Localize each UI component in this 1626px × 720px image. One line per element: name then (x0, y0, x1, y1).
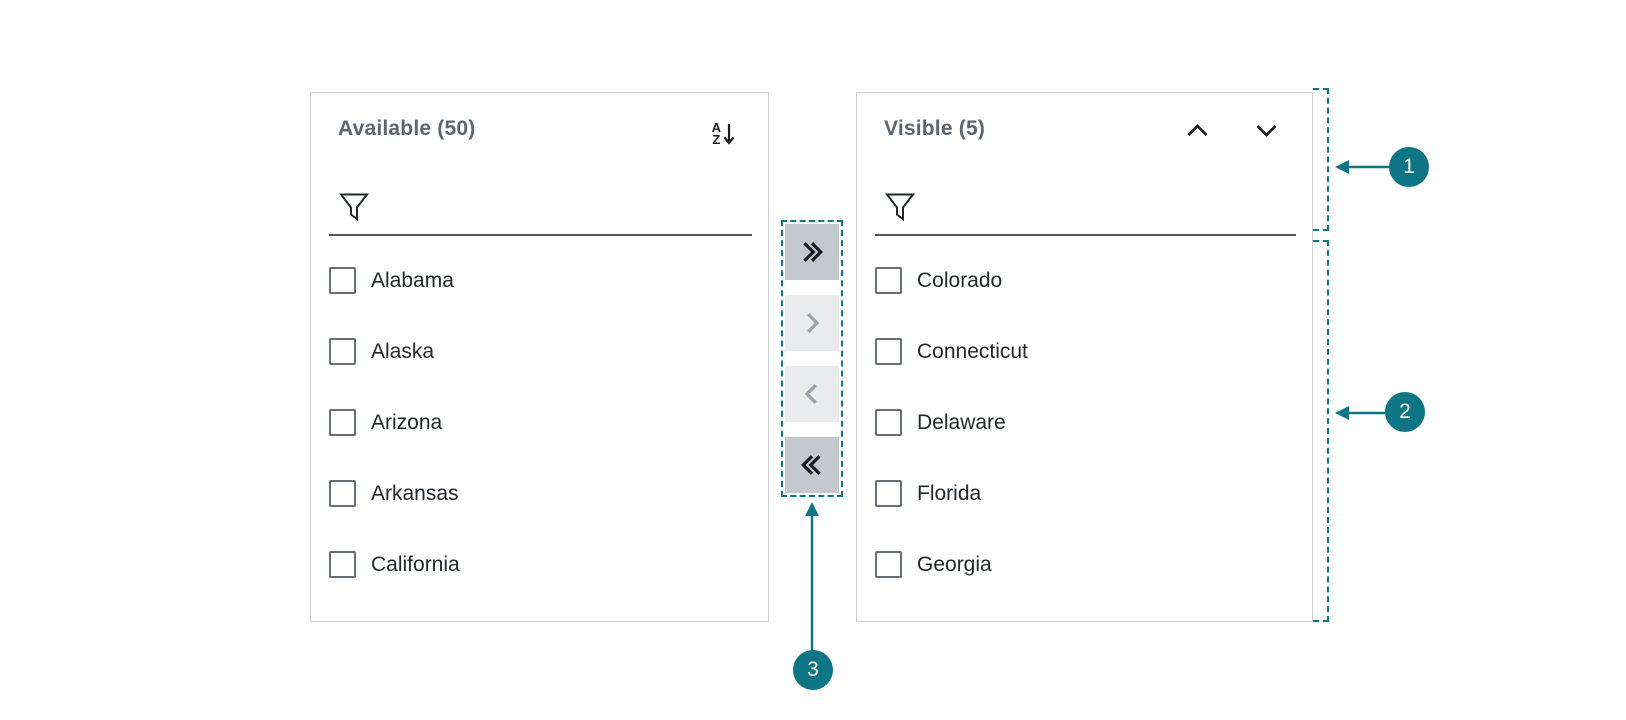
list-item[interactable]: Connecticut (875, 316, 1294, 387)
available-filter-field (329, 185, 752, 236)
checkbox[interactable] (329, 267, 356, 294)
move-down-icon (1256, 125, 1277, 137)
visible-panel-title: Visible (5) (884, 117, 986, 140)
list-item[interactable]: Delaware (875, 387, 1294, 458)
list-item-label: Arkansas (371, 481, 459, 505)
list-item[interactable]: Colorado (875, 245, 1294, 316)
checkbox[interactable] (875, 338, 902, 365)
checkbox[interactable] (875, 409, 902, 436)
move-all-left-button[interactable] (785, 437, 839, 493)
annotation-arrow-2 (1335, 406, 1387, 420)
list-item[interactable]: Florida (875, 458, 1294, 529)
list-item-label: California (371, 552, 460, 576)
list-item[interactable]: Arkansas (329, 458, 750, 529)
list-item[interactable]: Georgia (875, 529, 1294, 600)
move-up-icon (1187, 124, 1208, 136)
double-chevron-left-icon (800, 455, 821, 475)
annotation-bracket-list (1313, 240, 1329, 622)
list-item[interactable]: Alabama (329, 245, 750, 316)
visible-filter-field (875, 185, 1296, 236)
annotation-arrow-3 (805, 502, 819, 652)
visible-panel: Visible (5) Colorado (856, 92, 1313, 622)
available-list: Alabama Alaska Arizona Arkansas Californ… (329, 245, 750, 600)
checkbox[interactable] (329, 480, 356, 507)
annotation-arrow-1 (1335, 160, 1391, 174)
list-item[interactable]: California (329, 529, 750, 600)
list-item-label: Florida (917, 481, 982, 505)
transfer-buttons-group (781, 220, 843, 497)
annotation-badge-3: 3 (793, 650, 833, 690)
list-item-label: Arizona (371, 410, 443, 434)
annotation-badge-1: 1 (1389, 147, 1429, 187)
checkbox[interactable] (329, 338, 356, 365)
available-panel-title: Available (50) (338, 117, 476, 140)
checkbox[interactable] (329, 409, 356, 436)
list-item-label: Colorado (917, 268, 1003, 292)
visible-filter-input[interactable] (927, 191, 1296, 228)
list-item-label: Alabama (371, 268, 454, 292)
double-chevron-right-icon (803, 242, 824, 262)
filter-funnel-icon (885, 193, 915, 221)
move-up-button[interactable] (1184, 119, 1211, 141)
list-item[interactable]: Alaska (329, 316, 750, 387)
move-all-right-button[interactable] (785, 224, 839, 280)
chevron-right-icon (807, 313, 820, 333)
checkbox[interactable] (329, 551, 356, 578)
move-down-button[interactable] (1253, 119, 1280, 141)
available-filter-input[interactable] (381, 191, 752, 228)
list-item-label: Alaska (371, 339, 435, 363)
list-item-label: Connecticut (917, 339, 1028, 363)
filter-funnel-icon (339, 193, 369, 221)
list-item[interactable]: Arizona (329, 387, 750, 458)
move-selected-left-button[interactable] (785, 366, 839, 422)
list-item-label: Delaware (917, 410, 1006, 434)
visible-list: Colorado Connecticut Delaware Florida Ge… (875, 245, 1294, 600)
checkbox[interactable] (875, 480, 902, 507)
move-selected-right-button[interactable] (785, 295, 839, 351)
annotation-bracket-header (1313, 88, 1329, 231)
checkbox[interactable] (875, 551, 902, 578)
chevron-left-icon (804, 384, 817, 404)
list-item-label: Georgia (917, 552, 992, 576)
checkbox[interactable] (875, 267, 902, 294)
annotation-badge-2: 2 (1385, 392, 1425, 432)
